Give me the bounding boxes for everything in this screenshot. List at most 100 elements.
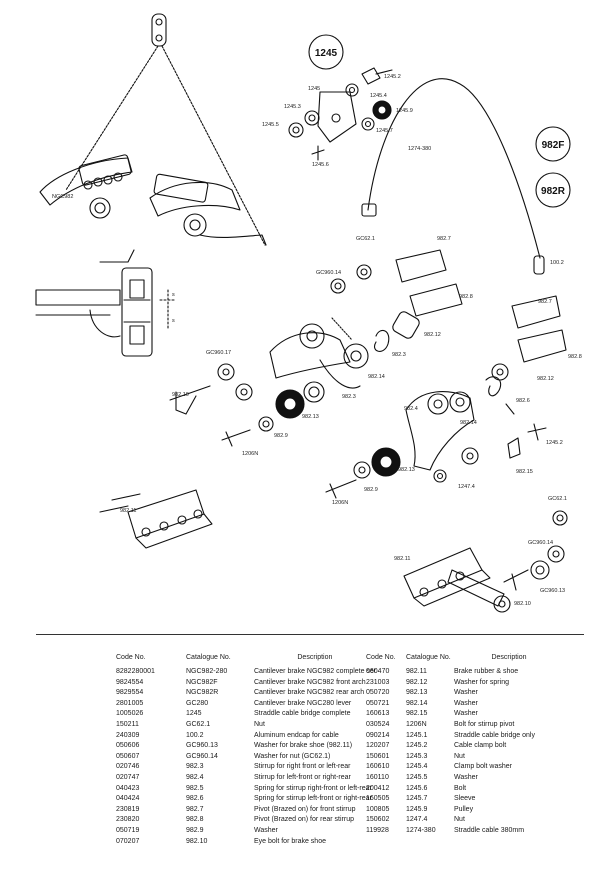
catalogue-no-cell: 1245.3 [406, 752, 428, 760]
code-no-cell: 120207 [366, 742, 390, 750]
catalogue-no-cell: 982.14 [406, 699, 428, 707]
description-cell: Eye bolt for brake shoe [254, 837, 326, 845]
part-callout-label: 100.2 [550, 260, 564, 266]
part-callout-label: 982.8 [568, 354, 582, 360]
catalogue-no-cell: 1274-380 [406, 826, 436, 834]
part-callout-label: 982.10 [172, 392, 189, 398]
catalogue-no-cell: 982.12 [406, 678, 428, 686]
catalogue-no-cell: 1245.1 [406, 731, 428, 739]
part-callout-label: 1245.6 [312, 162, 329, 168]
description-cell: Brake rubber & shoe [454, 668, 519, 675]
catalogue-no-cell: GC960.14 [186, 752, 218, 760]
part-callout-label: 982.14 [368, 374, 385, 380]
description-cell: Washer [454, 710, 478, 718]
part-callout-label: 982.3 [392, 352, 406, 358]
header-description: Description [491, 654, 527, 661]
catalogue-no-cell: 982.10 [186, 837, 208, 845]
header-code-no: Code No. [116, 654, 146, 661]
badge-label: 1245 [315, 48, 338, 59]
part-callout-label: 982.7 [538, 299, 552, 305]
code-no-cell: 150602 [366, 816, 390, 824]
part-callout-label: 1206N [242, 451, 258, 457]
code-no-cell: 9829554 [116, 689, 144, 697]
code-no-cell: 230820 [116, 816, 140, 824]
code-no-cell: 1005026 [116, 710, 144, 718]
badge-label: 982R [541, 186, 566, 197]
parts-table-left: Code No. Catalogue No. Description 82822… [116, 654, 376, 847]
description-cell: Cantilever brake NGC280 lever [254, 699, 352, 707]
part-callout-label: 982.12 [424, 332, 441, 338]
part-callout-label: 1247.4 [458, 484, 475, 490]
catalogue-no-cell: 982.7 [186, 805, 204, 813]
description-cell: Straddle cable 380mm [454, 826, 525, 834]
part-callout-label: 982.12 [537, 376, 554, 382]
description-cell: Cantilever brake NGC982 front arch [254, 678, 366, 686]
header-description: Description [297, 654, 333, 661]
part-callout-label: 982.9 [364, 487, 378, 493]
cable-bridge-parts-illustration [288, 67, 545, 275]
brake-shoe-illustration [99, 489, 568, 613]
part-callout-label: 982.15 [516, 469, 533, 475]
catalogue-no-cell: NGC982F [186, 678, 218, 686]
part-callout-label: 982.9 [274, 433, 288, 439]
description-cell: Pivot (Brazed on) for front stirrup [254, 805, 356, 813]
description-cell: Washer for spring [454, 678, 509, 686]
part-callout-label: GC960.17 [206, 350, 231, 356]
code-no-cell: 100805 [366, 805, 390, 813]
catalogue-no-cell: 982.13 [406, 689, 428, 697]
code-no-cell: 2801005 [116, 699, 144, 707]
description-cell: Bolt for stirrup pivot [454, 720, 515, 728]
description-cell: Washer [454, 699, 478, 707]
catalogue-no-cell: 982.4 [186, 773, 204, 781]
catalogue-no-cell: 982.8 [186, 816, 204, 824]
description-cell: Spring for stirrup right-front or left-r… [254, 784, 372, 792]
catalogue-no-cell: 982.9 [186, 826, 204, 834]
part-callout-label: 982.11 [120, 508, 136, 514]
table-header-row: Code No. Catalogue No. Description [116, 654, 376, 667]
part-callout-label: 982.14 [460, 420, 477, 426]
catalogue-no-cell: 982.11 [406, 668, 427, 675]
svg-text:s: s [172, 292, 175, 298]
parts-table-right: Code No. Catalogue No. Description 06047… [366, 654, 564, 837]
catalogue-no-cell: 982.5 [186, 784, 204, 792]
catalogue-no-cell: 1245 [186, 710, 202, 718]
table-header-row: Code No. Catalogue No. Description [366, 654, 564, 667]
catalogue-no-cell: 1247.4 [406, 816, 428, 824]
description-cell: Stirrup for right front or left-rear [254, 763, 351, 771]
code-no-cell: 8282280001 [116, 668, 155, 675]
description-cell: Sleeve [454, 795, 476, 803]
svg-text:s: s [172, 318, 175, 324]
part-callout-label: 1245.5 [262, 122, 279, 128]
description-cell: Washer [454, 689, 478, 697]
description-cell: Straddle cable bridge only [454, 731, 535, 739]
description-cell: Nut [454, 816, 465, 824]
catalogue-no-cell: GC960.13 [186, 742, 218, 750]
description-cell: Washer for nut (GC62.1) [254, 752, 331, 760]
stirrup-exploded-illustration [169, 249, 567, 499]
catalogue-no-cell: 1245.6 [406, 784, 428, 792]
description-cell: Cable clamp bolt [454, 742, 507, 750]
header-code-no: Code No. [366, 654, 396, 661]
code-no-cell: 230819 [116, 805, 140, 813]
description-cell: Nut [454, 752, 465, 760]
part-callout-label: 982.7 [437, 236, 451, 242]
code-no-cell: 160610 [366, 763, 390, 771]
part-callout-label: 982.11 [394, 556, 410, 562]
part-callout-label: 1245.3 [284, 104, 301, 110]
part-callout-label: 982.6 [516, 398, 530, 404]
catalogue-no-cell: 982.6 [186, 795, 204, 803]
code-no-cell: 160613 [366, 710, 390, 718]
straddle-assembly-illustration: NGC982 [39, 13, 267, 246]
